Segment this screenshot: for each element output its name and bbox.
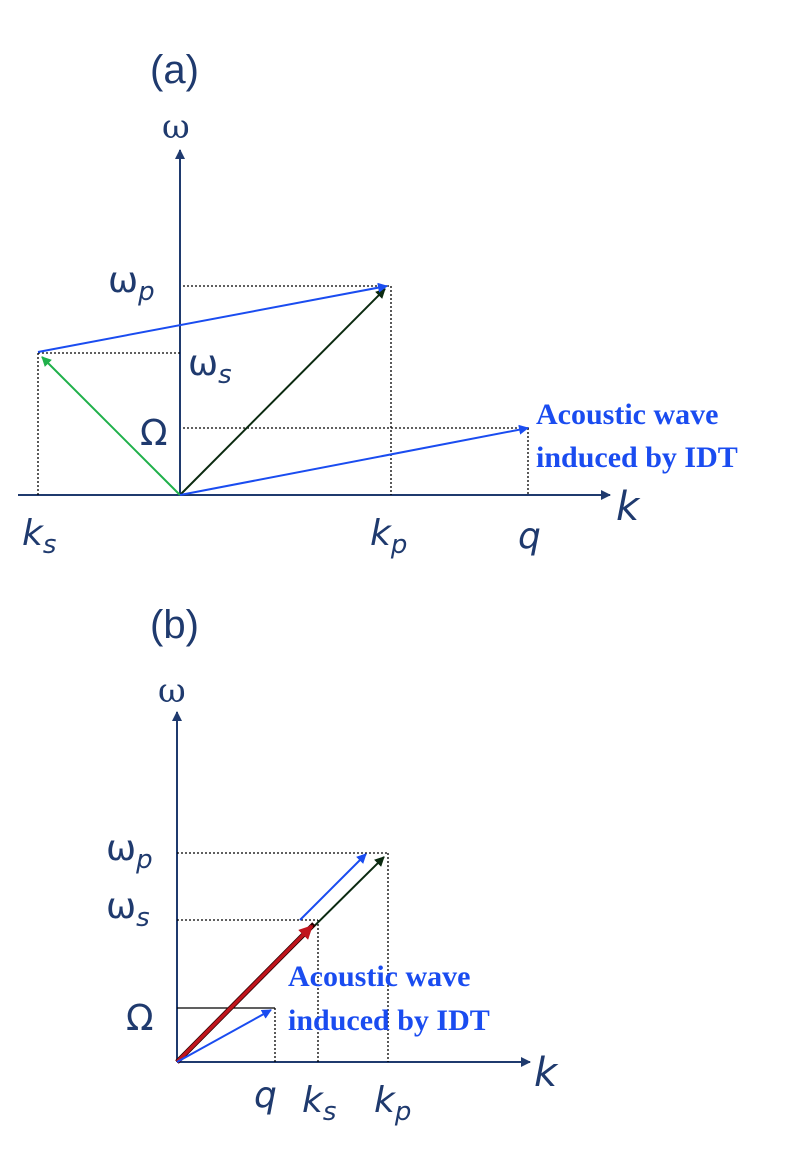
panel-b-k-s-label: ks — [302, 1080, 336, 1127]
omega-p-base: ω — [108, 260, 138, 301]
panel-a-title: (a) — [150, 48, 199, 92]
panel-a-k-p-label: kp — [370, 513, 407, 560]
panel-b-annotation-line2: induced by IDT — [288, 1004, 490, 1037]
b-omega-p-sub: p — [135, 845, 153, 875]
b-k-p-base: k — [374, 1080, 397, 1121]
b-k-p-sub: p — [394, 1097, 412, 1127]
panel-b-k-axis-label: k — [534, 1050, 559, 1096]
panel-b-k-p-label: kp — [374, 1080, 411, 1127]
panel-a-pump-vector — [179, 288, 386, 496]
b-omega-s-sub: s — [136, 903, 150, 933]
panel-a-Omega-label: Ω — [140, 413, 168, 454]
k-s-sub: s — [43, 530, 57, 560]
panel-b-annotation-line1: Acoustic wave — [288, 960, 470, 993]
b-k-s-sub: s — [323, 1097, 337, 1127]
panel-b-acoustic-vector — [176, 1009, 272, 1063]
panel-a-acoustic-vector — [179, 424, 529, 496]
panel-a-annotation-line2: induced by IDT — [536, 441, 738, 474]
panel-a-wave-vector-link — [37, 282, 388, 353]
panel-b-wave-vector-link — [299, 853, 367, 921]
omega-s-sub: s — [218, 360, 232, 390]
k-p-sub: p — [390, 530, 408, 560]
panel-a-q-label: q — [518, 516, 541, 557]
panel-b-Omega-label: Ω — [126, 998, 154, 1039]
k-p-base: k — [370, 513, 393, 554]
panel-b-omega-p-label: ωp — [106, 828, 153, 875]
b-omega-p-base: ω — [106, 828, 136, 869]
k-s-base: k — [22, 513, 45, 554]
omega-s-base: ω — [188, 343, 218, 384]
omega-p-sub: p — [137, 277, 155, 307]
panel-a-stokes-vector — [41, 356, 181, 496]
panel-a-omega-s-label: ωs — [188, 343, 232, 390]
panel-b-omega-s-label: ωs — [106, 886, 150, 933]
panel-a: (a) ω k ωp ωs Ω ks kp q Acoustic wave in… — [18, 48, 738, 560]
panel-a-k-s-label: ks — [22, 513, 56, 560]
panel-b-stokes-vector — [175, 924, 314, 1064]
panel-a-k-axis-label: k — [616, 484, 641, 530]
panel-a-omega-p-label: ωp — [108, 260, 155, 307]
b-omega-s-base: ω — [106, 886, 136, 927]
panel-b-title: (b) — [150, 603, 199, 647]
panel-a-annotation-line1: Acoustic wave — [536, 398, 718, 431]
panel-b-omega-axis-label: ω — [158, 671, 186, 711]
panel-a-omega-axis-label: ω — [162, 107, 190, 147]
b-k-s-base: k — [302, 1080, 325, 1121]
panel-b: (b) ω k ωp ωs Ω q ks kp Acoustic wave in… — [106, 603, 559, 1127]
panel-b-q-label: q — [254, 1075, 277, 1116]
